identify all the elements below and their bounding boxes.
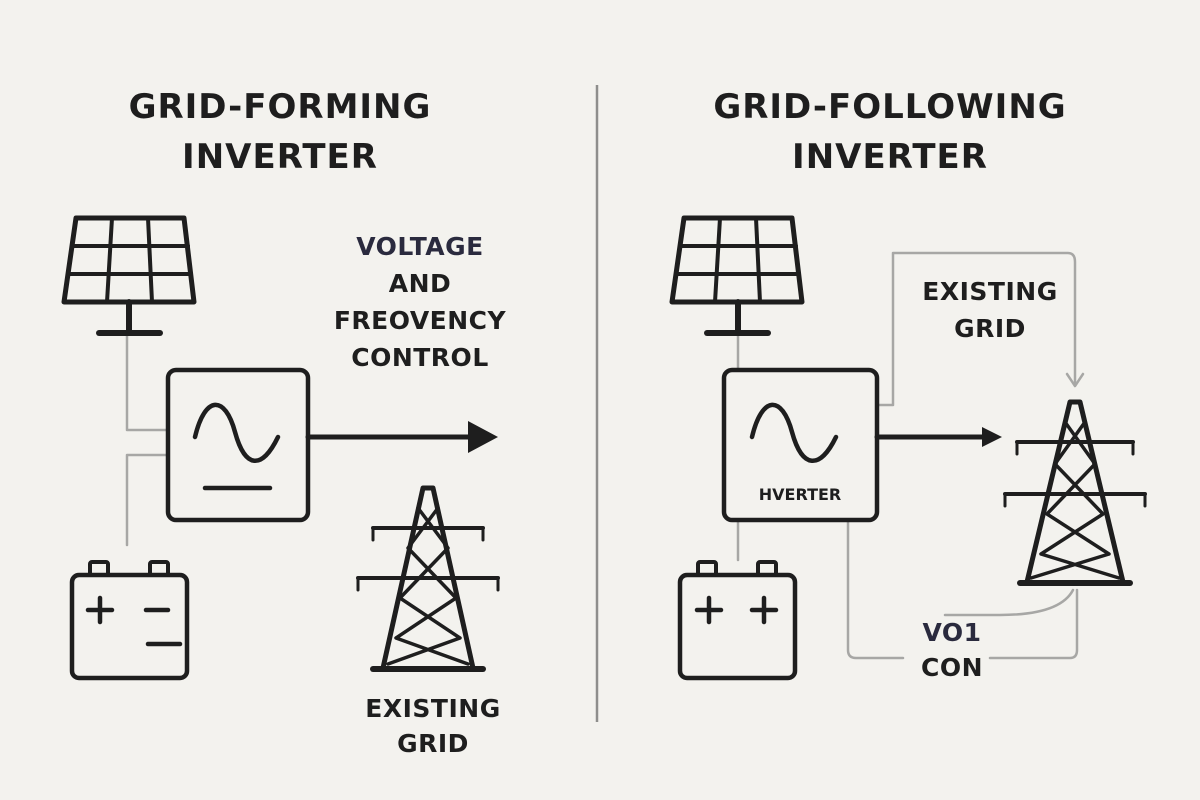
- left-panel: GRID-FORMING INVERTER VOLTAGE AND FREOVE…: [61, 87, 507, 758]
- battery-icon: [69, 560, 190, 681]
- left-control-label-line4: CONTROL: [351, 343, 489, 372]
- left-control-label-line2: AND: [389, 269, 452, 298]
- right-control-label-line2: CON: [921, 653, 983, 682]
- right-grid-feed-arrowhead: [1065, 372, 1085, 388]
- left-title-line1: GRID-FORMING: [129, 87, 432, 127]
- right-grid-label-line1: EXISTING: [922, 277, 1057, 306]
- arrow-icon: [305, 421, 498, 453]
- right-panel: GRID-FOLLOWING INVERTER HVERTER EXI: [669, 87, 1147, 682]
- inverter-icon: HVERTER: [721, 367, 880, 523]
- left-battery-wire: [125, 453, 170, 547]
- left-grid-label-line2: GRID: [397, 729, 469, 758]
- transmission-tower-icon: [356, 485, 500, 672]
- left-control-label-line1: VOLTAGE: [356, 232, 484, 261]
- inverter-icon: [165, 367, 311, 523]
- battery-icon: [677, 560, 798, 681]
- solar-panel-icon: [669, 215, 805, 336]
- right-control-wire: [846, 518, 905, 660]
- left-solar-wire: [125, 333, 170, 432]
- solar-panel-icon: [61, 215, 197, 336]
- arrow-icon: [874, 427, 1002, 447]
- right-inverter-label: HVERTER: [759, 485, 841, 504]
- right-title-line1: GRID-FOLLOWING: [713, 87, 1066, 127]
- transmission-tower-icon: [1003, 399, 1147, 586]
- right-grid-feed-wire: [875, 251, 1077, 407]
- left-grid-label-line1: EXISTING: [365, 694, 500, 723]
- left-control-label-line3: FREOVENCY: [334, 306, 507, 335]
- left-title-line2: INVERTER: [182, 137, 378, 177]
- right-title-line2: INVERTER: [792, 137, 988, 177]
- right-grid-label-line2: GRID: [954, 314, 1026, 343]
- right-tower-wire: [943, 588, 1075, 617]
- right-control-label-line1: VO1: [922, 618, 981, 647]
- right-control-return-wire: [988, 588, 1079, 660]
